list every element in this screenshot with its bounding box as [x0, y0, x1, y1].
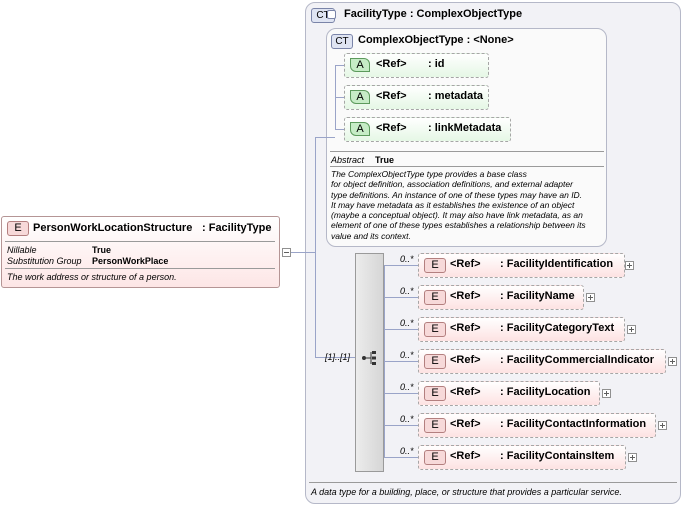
- attribute-badge: A: [350, 122, 370, 136]
- element-ref-label: <Ref>: [450, 418, 481, 430]
- complex-object-type-documentation: The ComplexObjectType type provides a ba…: [331, 169, 606, 241]
- element-occurrence: 0..*: [400, 446, 414, 456]
- attribute-name: : linkMetadata: [428, 122, 502, 134]
- attribute-ref-label: <Ref>: [376, 58, 407, 70]
- attribute-link-metadata[interactable]: [344, 117, 511, 142]
- element-ref-label: <Ref>: [450, 290, 481, 302]
- element-badge: E: [424, 258, 446, 273]
- element-occurrence: 0..*: [400, 350, 414, 360]
- facility-type-title: FacilityType : ComplexObjectType: [344, 8, 523, 20]
- doc-line: for object definition, association defin…: [331, 179, 573, 190]
- element-occurrence: 0..*: [400, 286, 414, 296]
- element-badge: E: [424, 290, 446, 305]
- element-facility-category-text[interactable]: [418, 317, 625, 342]
- attribute-name: : metadata: [428, 90, 484, 102]
- element-ref-label: <Ref>: [450, 258, 481, 270]
- element-name: : FacilityLocation: [500, 386, 591, 398]
- divider: [330, 151, 604, 152]
- element-badge: E: [424, 418, 446, 433]
- root-element-box[interactable]: [1, 216, 280, 288]
- doc-line: The ComplexObjectType type provides a ba…: [331, 169, 527, 179]
- substitution-group-value: PersonWorkPlace: [92, 256, 169, 266]
- divider: [309, 482, 677, 483]
- facility-type-expand-icon[interactable]: [327, 10, 336, 19]
- abstract-value: True: [375, 155, 395, 165]
- element-ref-label: <Ref>: [450, 354, 481, 366]
- attribute-badge: A: [350, 58, 370, 72]
- sequence-icon: [362, 351, 376, 365]
- expand-icon[interactable]: [628, 453, 637, 462]
- element-occurrence: 0..*: [400, 382, 414, 392]
- attribute-ref-label: <Ref>: [376, 90, 407, 102]
- attribute-badge: A: [350, 90, 370, 104]
- doc-line: It may have metadata as it establishes t…: [331, 199, 575, 210]
- expand-icon[interactable]: [668, 357, 677, 366]
- sequence-occurrence: [1]..[1]: [325, 352, 351, 362]
- element-name: : FacilityContainsItem: [500, 450, 615, 462]
- element-name: : FacilityCategoryText: [500, 322, 615, 334]
- expand-icon[interactable]: [627, 325, 636, 334]
- divider: [5, 268, 275, 269]
- element-badge: E: [424, 450, 446, 465]
- substitution-group-key: Substitution Group: [7, 256, 82, 266]
- element-facility-identification[interactable]: [418, 253, 625, 278]
- attribute-name: : id: [428, 58, 445, 70]
- root-element-type: : FacilityType: [202, 222, 272, 234]
- doc-line: element of one of these types establishe…: [331, 220, 586, 231]
- attribute-ref-label: <Ref>: [376, 122, 407, 134]
- element-badge: E: [424, 354, 446, 369]
- facility-type-documentation: A data type for a building, place, or st…: [311, 487, 622, 497]
- element-badge: E: [424, 322, 446, 337]
- nillable-value: True: [92, 245, 112, 255]
- element-facility-contains-item[interactable]: [418, 445, 626, 470]
- element-ref-label: <Ref>: [450, 450, 481, 462]
- expand-icon[interactable]: [586, 293, 595, 302]
- element-ref-label: <Ref>: [450, 322, 481, 334]
- collapse-toggle-icon[interactable]: [282, 248, 291, 257]
- expand-icon[interactable]: [602, 389, 611, 398]
- doc-line: value and its context.: [331, 230, 411, 241]
- element-occurrence: 0..*: [400, 318, 414, 328]
- element-badge: E: [424, 386, 446, 401]
- element-occurrence: 0..*: [400, 254, 414, 264]
- element-ref-label: <Ref>: [450, 386, 481, 398]
- divider: [5, 241, 275, 242]
- element-name: : FacilityName: [500, 290, 575, 302]
- doc-line: type definitions. An instance of one of …: [331, 189, 583, 200]
- doc-line: (maybe a conceptual object). It may also…: [331, 210, 583, 221]
- element-name: : FacilityCommercialIndicator: [500, 354, 655, 366]
- element-facility-contact-information[interactable]: [418, 413, 656, 438]
- root-element-name: PersonWorkLocationStructure: [33, 222, 193, 234]
- element-facility-commercial-indicator[interactable]: [418, 349, 666, 374]
- divider: [330, 166, 604, 167]
- element-occurrence: 0..*: [400, 414, 414, 424]
- expand-icon[interactable]: [625, 261, 634, 270]
- element-name: : FacilityContactInformation: [500, 418, 647, 430]
- complex-object-type-title: ComplexObjectType : <None>: [358, 34, 514, 46]
- element-facility-location[interactable]: [418, 381, 600, 406]
- nillable-key: Nillable: [7, 245, 37, 255]
- complex-type-badge: CT: [331, 34, 353, 49]
- expand-icon[interactable]: [658, 421, 667, 430]
- element-name: : FacilityIdentification: [500, 258, 614, 270]
- abstract-key: Abstract: [331, 155, 365, 165]
- root-element-documentation: The work address or structure of a perso…: [7, 272, 177, 282]
- element-badge: E: [7, 221, 29, 236]
- sequence-compositor[interactable]: [355, 253, 384, 472]
